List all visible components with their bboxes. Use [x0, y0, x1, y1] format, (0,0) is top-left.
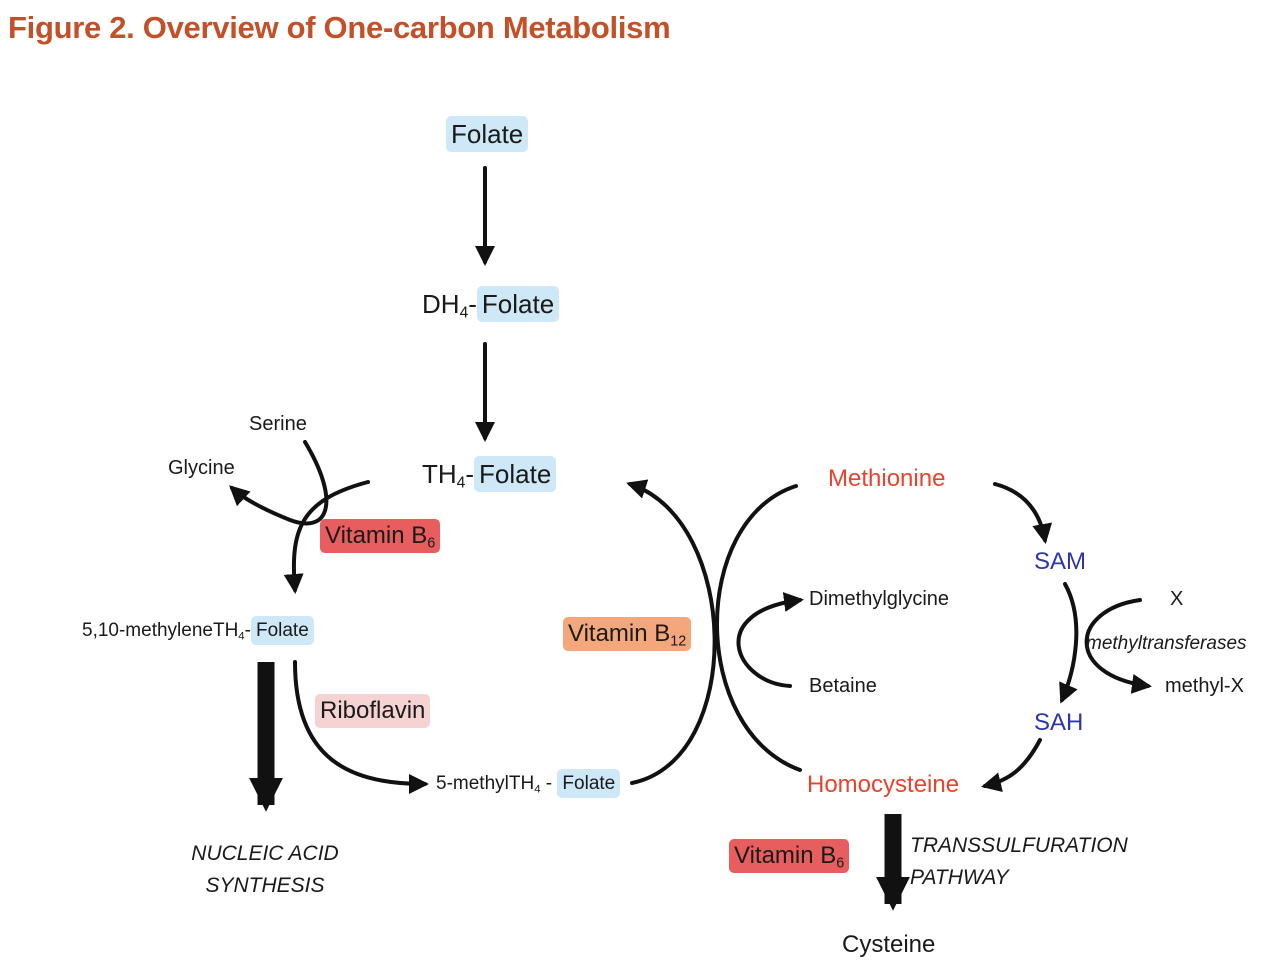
dh4-subscript: 4	[459, 304, 469, 322]
nucleic-acid-line1: NUCLEIC ACID	[191, 842, 339, 865]
methyl-folate-pill: Folate	[557, 769, 621, 798]
th4-folate-pill: Folate	[474, 456, 557, 492]
dh4-prefix: DH	[422, 289, 460, 319]
arrow-sam-to-sah	[1059, 582, 1079, 704]
glycine-label: Glycine	[168, 457, 235, 479]
homocysteine-label: Homocysteine	[807, 771, 960, 798]
methylene-dash: -	[244, 620, 251, 641]
cysteine-label: Cysteine	[842, 931, 936, 958]
nucleic-acid-synthesis-label: NUCLEIC ACID SYNTHESIS	[190, 838, 340, 901]
methyltransferases-label: methyltransferases	[1086, 633, 1247, 654]
arrow-x-to-methyl-x	[1084, 598, 1152, 694]
th4-prefix: TH	[422, 459, 457, 489]
methyl-folate-label: 5-methylTH4 - Folate	[436, 769, 621, 798]
dimethylglycine-label: Dimethylglycine	[809, 588, 950, 610]
sah-label: SAH	[1034, 709, 1084, 736]
th4-subscript: 4	[456, 474, 466, 492]
riboflavin-badge: Riboflavin	[315, 694, 431, 728]
arrow-homocysteine-to-methionine	[715, 484, 802, 772]
arrow-methylene-to-methyl	[293, 660, 429, 794]
methyl-x-label: methyl-X	[1165, 675, 1244, 697]
transsulfuration-label: TRANSSULFURATION PATHWAY	[910, 830, 1128, 893]
methyl-dash: -	[540, 773, 558, 794]
folate-label: Folate	[446, 116, 529, 152]
nucleic-acid-line2: SYNTHESIS	[205, 873, 325, 897]
th4-folate-label: TH4-Folate	[422, 456, 557, 492]
methyl-prefix: 5-methylTH	[436, 773, 535, 794]
dh4-folate-pill: Folate	[476, 286, 560, 322]
betaine-label: Betaine	[809, 675, 877, 697]
arrow-methionine-to-sam	[993, 482, 1053, 544]
methionine-label: Methionine	[828, 465, 946, 492]
dh4-dash: -	[468, 289, 477, 319]
methyl-subscript: 4	[534, 783, 541, 796]
arrow-th4-to-methylene	[283, 480, 370, 594]
transsulfuration-line2: PATHWAY	[910, 865, 1009, 889]
methylene-prefix: 5,10-methyleneTH	[82, 620, 239, 641]
folate-pill: Folate	[446, 116, 529, 152]
vitamin-b12-pill: Vitamin B12	[563, 617, 692, 651]
arrow-sah-to-homocysteine	[981, 738, 1042, 792]
x-label: X	[1170, 588, 1184, 610]
figure-title: Figure 2. Overview of One-carbon Metabol…	[8, 10, 671, 45]
dh4-folate-label: DH4-Folate	[422, 286, 560, 322]
arrow-serine-to-glycine	[229, 440, 329, 526]
vitamin-b6-badge-right: Vitamin B6	[729, 839, 850, 873]
methylene-folate-label: 5,10-methyleneTH4-Folate	[82, 616, 314, 645]
vitamin-b12-badge: Vitamin B12	[563, 617, 692, 651]
transsulfuration-line1: TRANSSULFURATION	[910, 834, 1128, 857]
arrow-betaine-to-dimethylglycine	[736, 592, 804, 688]
vitamin-b6-pill-left: Vitamin B6	[320, 519, 441, 553]
methylene-folate-pill: Folate	[250, 616, 314, 645]
riboflavin-pill: Riboflavin	[315, 694, 431, 728]
vitamin-b6-badge-left: Vitamin B6	[320, 519, 441, 553]
serine-label: Serine	[249, 413, 307, 435]
vitamin-b6-pill-right: Vitamin B6	[729, 839, 850, 873]
sam-label: SAM	[1034, 548, 1087, 575]
th4-dash: -	[465, 459, 475, 489]
methylene-subscript: 4	[238, 630, 245, 643]
arrow-methyl-to-th4	[626, 479, 717, 785]
